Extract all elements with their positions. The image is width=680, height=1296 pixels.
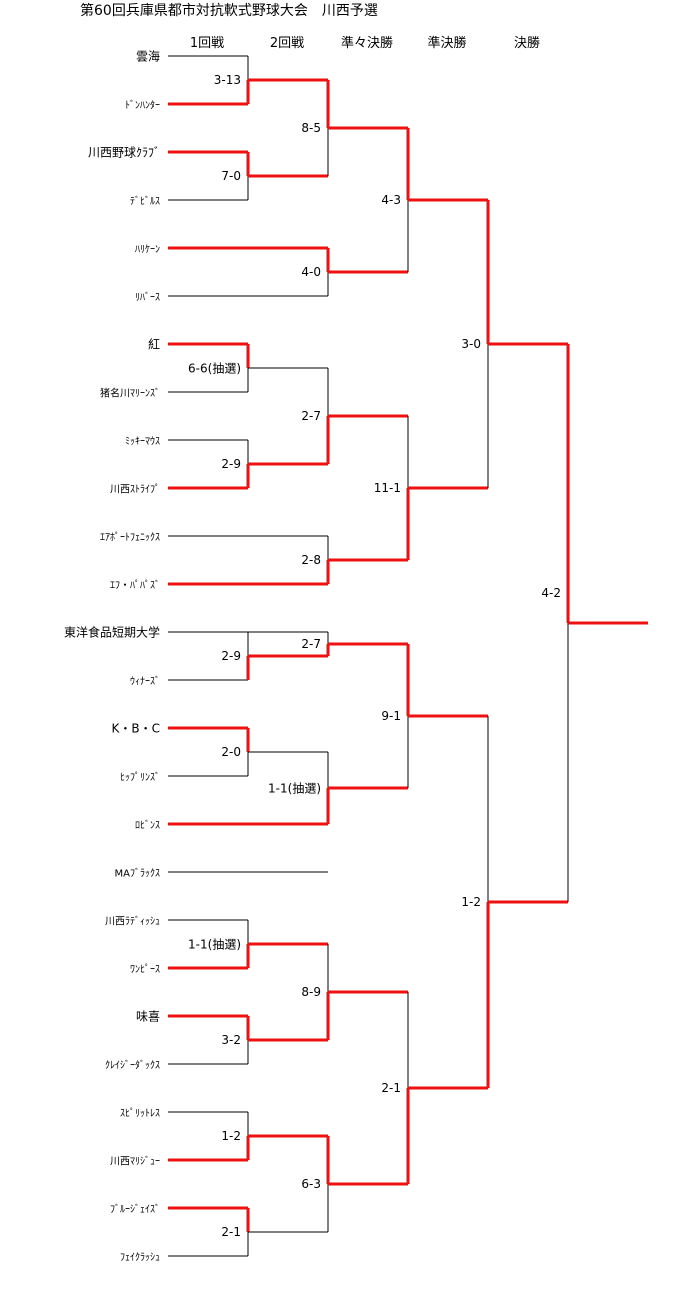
page-title: 第60回兵庫県都市対抗軟式野球大会 川西予選 (80, 3, 378, 19)
team-name: 紅 (147, 337, 160, 352)
r2-score: 1-1(抽選) (268, 781, 321, 796)
team-name: MAﾌﾞﾗｯｸｽ (114, 868, 160, 880)
round-header-semifinal: 準決勝 (427, 36, 467, 51)
team-name: 川西ﾏﾘｼﾞｭｰ (110, 1156, 160, 1168)
r1-score: 1-2 (221, 1129, 241, 1143)
team-name: ﾌｪｲｸﾗｯｼｭ (120, 1252, 160, 1264)
sf-score: 3-0 (461, 337, 481, 351)
r1-score: 1-1(抽選) (188, 937, 241, 952)
team-name: 川西ｽﾄﾗｲﾌﾟ (110, 484, 160, 496)
r1-score: 7-0 (221, 169, 241, 183)
team-name: ﾘﾊﾞｰｽ (135, 292, 160, 304)
team-name: ﾃﾞﾋﾞﾙｽ (130, 196, 160, 208)
round-header-1: 1回戦 (189, 36, 225, 51)
r1-score: 3-13 (213, 73, 241, 87)
qf-score: 2-1 (381, 1081, 401, 1095)
team-name: ﾜﾝﾋﾟｰｽ (130, 964, 160, 976)
r2-score: 6-3 (301, 1177, 321, 1191)
r2-score: 8-9 (301, 985, 321, 999)
r2-score: 2-8 (301, 553, 321, 567)
r2-score: 8-5 (301, 121, 321, 135)
team-name: ﾌﾞﾙｰｼﾞｪｲｽﾞ (110, 1204, 160, 1216)
team-name: ｳｨﾅｰｽﾞ (130, 676, 160, 688)
team-name: ﾄﾞﾝﾊﾝﾀｰ (125, 100, 160, 112)
team-name: ｴﾌ・ﾊﾟﾊﾟｽﾞ (110, 580, 160, 592)
round-header-final: 決勝 (513, 36, 541, 51)
round-header-2: 2回戦 (269, 36, 305, 51)
team-name: ﾊﾘｹｰﾝ (135, 244, 160, 256)
r2-score: 2-7 (301, 637, 321, 651)
r2-score: 2-7 (301, 409, 321, 423)
team-name: ｽﾋﾟﾘｯﾄﾚｽ (120, 1108, 160, 1120)
team-name: ｴｱﾎﾟｰﾄﾌｪﾆｯｸｽ (100, 532, 160, 544)
team-name: ﾐｯｷｰﾏｳｽ (125, 436, 160, 448)
team-name: ﾛﾋﾞﾝｽ (135, 820, 160, 832)
qf-score: 9-1 (381, 709, 401, 723)
qf-score: 11-1 (373, 481, 401, 495)
r1-score: 2-0 (221, 745, 241, 759)
team-name: 雲海 (135, 49, 160, 64)
team-name: 東洋食品短期大学 (63, 625, 160, 640)
team-name: 猪名川ﾏﾘｰﾝｽﾞ (100, 388, 160, 400)
r1-score: 2-9 (221, 649, 241, 663)
r1-score: 6-6(抽選) (188, 361, 241, 376)
r1-score: 2-9 (221, 457, 241, 471)
final-score: 4-2 (541, 586, 561, 600)
team-name: ｸﾚｲｼﾞｰﾀﾞｯｸｽ (105, 1060, 160, 1072)
qf-score: 4-3 (381, 193, 401, 207)
r1-score: 2-1 (221, 1225, 241, 1239)
r2-score: 4-0 (301, 265, 321, 279)
sf-score: 1-2 (461, 895, 481, 909)
team-name: 味喜 (135, 1009, 160, 1024)
team-name: K・B・C (111, 721, 160, 736)
team-name: 川西野球ｸﾗﾌﾞ (87, 145, 160, 160)
team-name: ﾋｯﾌﾟﾘﾝｽﾞ (120, 772, 160, 784)
r1-score: 3-2 (221, 1033, 241, 1047)
round-header-quarterfinal: 準々決勝 (340, 36, 394, 51)
team-name: 川西ﾗﾃﾞｨｯｼｭ (105, 916, 160, 928)
